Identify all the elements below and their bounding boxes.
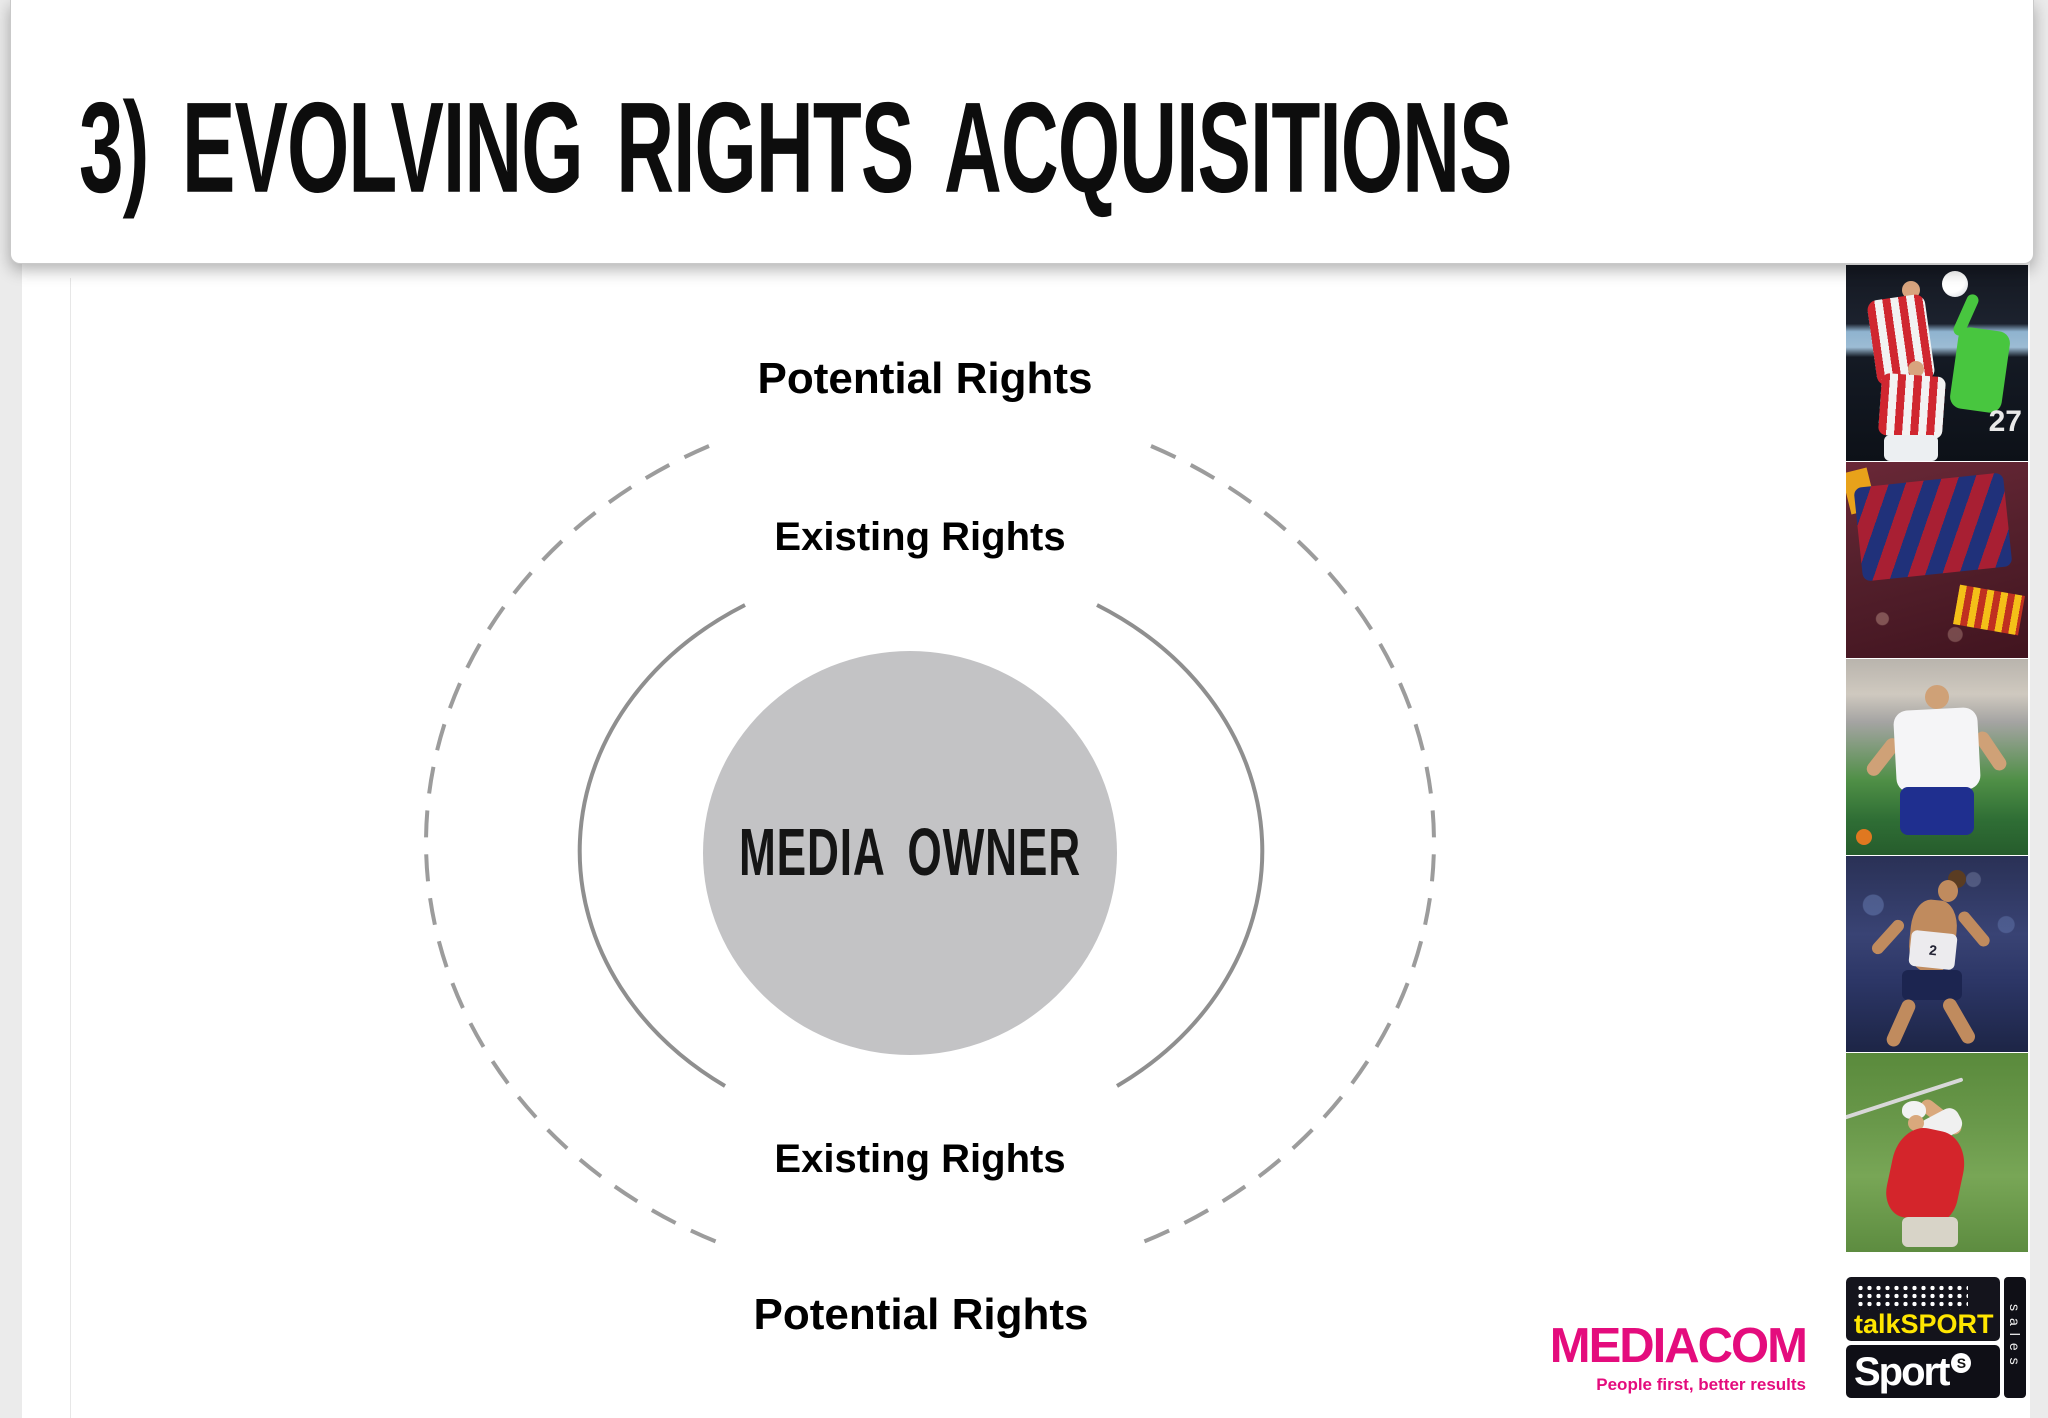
sport-ball-icon: S bbox=[1951, 1352, 1972, 1373]
potential-rights-ring-right-arc bbox=[1142, 444, 1436, 1244]
mediacom-logo: MEDIACOM People first, better results bbox=[1450, 1319, 1808, 1395]
football-icon bbox=[1942, 271, 1968, 297]
label-existing-rights-top: Existing Rights bbox=[758, 512, 1082, 562]
photo-golfer-swing bbox=[1846, 1053, 2028, 1252]
label-potential-rights-top: Potential Rights bbox=[741, 352, 1109, 407]
mediacom-wordmark: MEDIACOM bbox=[1549, 1319, 1808, 1373]
slide-title: 3) EVOLVING RIGHTS ACQUISITIONS bbox=[79, 77, 1513, 220]
sport-logo: Sport S bbox=[1846, 1345, 2000, 1398]
mediacom-tagline: People first, better results bbox=[1596, 1375, 1806, 1394]
media-owner-circle bbox=[703, 651, 1117, 1055]
photo-football-header-duel: 27 bbox=[1846, 265, 2028, 461]
label-potential-rights-bottom: Potential Rights bbox=[737, 1288, 1105, 1343]
photo-athletics-runner: 2 bbox=[1846, 856, 2028, 1052]
label-existing-rights-bottom: Existing Rights bbox=[758, 1134, 1082, 1184]
sport-wordmark: Sport bbox=[1854, 1349, 1950, 1394]
slide-left-edge-line bbox=[70, 278, 71, 1418]
existing-rights-ring-right-arc bbox=[1096, 603, 1265, 1088]
photo-england-player bbox=[1846, 659, 2028, 855]
slide-header-card: 3) EVOLVING RIGHTS ACQUISITIONS bbox=[10, 0, 2034, 264]
potential-rights-ring-left-arc bbox=[424, 444, 718, 1244]
talksport-logo: talkSPORT bbox=[1846, 1277, 2000, 1341]
talksport-dot-matrix-icon bbox=[1856, 1284, 1968, 1310]
sales-vertical-label: sales bbox=[2007, 1303, 2023, 1372]
bib-number: 2 bbox=[1908, 929, 1958, 971]
media-owner-label: MEDIA OWNER bbox=[738, 815, 1082, 891]
sales-strip: sales bbox=[2004, 1277, 2026, 1398]
shirt-number: 27 bbox=[1988, 405, 2022, 438]
talksport-wordmark: talkSPORT bbox=[1854, 1309, 1994, 1339]
existing-rights-ring-left-arc bbox=[577, 603, 746, 1088]
photo-barcelona-fans bbox=[1846, 462, 2028, 658]
